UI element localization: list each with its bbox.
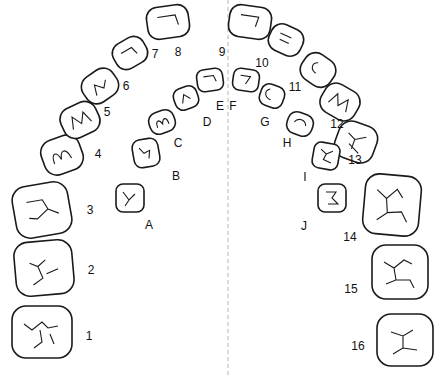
tooth-outline xyxy=(12,306,72,358)
tooth-number: 1 xyxy=(86,329,93,343)
fissure xyxy=(51,149,71,164)
fissure xyxy=(264,88,274,100)
tooth-number: 8 xyxy=(175,45,182,59)
fissure xyxy=(157,15,178,28)
canine xyxy=(77,63,124,108)
fissure xyxy=(310,61,321,73)
tooth-outline xyxy=(284,109,316,139)
primary-tooth xyxy=(131,137,161,169)
tooth-outline xyxy=(108,32,151,73)
fissure xyxy=(139,146,151,160)
incisor xyxy=(227,3,273,41)
tooth-number: A xyxy=(145,218,153,232)
fissure xyxy=(294,118,307,126)
molar xyxy=(377,314,433,366)
tooth-number: 14 xyxy=(343,230,356,244)
molar xyxy=(12,306,72,358)
tooth-number: 12 xyxy=(330,117,343,131)
midline xyxy=(228,0,229,377)
tooth-number: 16 xyxy=(351,339,364,353)
tooth-outline xyxy=(13,239,75,298)
tooth-number: 15 xyxy=(344,282,357,296)
tooth-number: 5 xyxy=(104,105,111,119)
tooth-number: C xyxy=(174,136,183,150)
molar xyxy=(372,245,428,299)
molar xyxy=(13,239,75,298)
tooth-number: D xyxy=(203,115,212,129)
tooth-number: 10 xyxy=(255,56,268,70)
tooth-number: 6 xyxy=(123,79,130,93)
primary-tooth xyxy=(171,84,201,113)
tooth-outline xyxy=(116,184,144,212)
tooth-outline xyxy=(77,63,124,108)
fissure xyxy=(123,192,135,206)
tooth-number: I xyxy=(303,170,306,184)
fissure xyxy=(328,92,351,112)
fissure xyxy=(391,330,417,354)
tooth-number: 3 xyxy=(87,203,94,217)
fissure xyxy=(29,259,59,285)
tooth-outline xyxy=(171,84,201,113)
primary-tooth xyxy=(284,109,316,139)
incisor xyxy=(145,3,191,41)
fissure xyxy=(91,78,110,95)
fissure xyxy=(326,192,338,204)
fissure xyxy=(375,188,410,223)
tooth-outline xyxy=(10,180,74,241)
tooth-number: 2 xyxy=(88,263,95,277)
fissure xyxy=(278,33,291,44)
tooth-outline xyxy=(311,141,341,171)
primary-tooth xyxy=(146,107,178,137)
fissure xyxy=(24,322,58,348)
tooth-number: 7 xyxy=(152,47,159,61)
molar xyxy=(10,180,74,241)
tooth-outline xyxy=(227,3,273,41)
tooth-outline xyxy=(361,173,422,238)
tooth-number: G xyxy=(260,115,269,129)
tooth-outline xyxy=(257,82,287,111)
fissure xyxy=(240,75,251,84)
primary-tooth xyxy=(311,141,341,171)
tooth-outline xyxy=(196,67,225,92)
tooth-number: 13 xyxy=(348,153,361,167)
tooth-outline xyxy=(232,67,261,92)
molar xyxy=(361,173,422,238)
tooth-number: 9 xyxy=(219,45,226,59)
primary-tooth xyxy=(232,67,261,92)
tooth-outline xyxy=(318,184,346,212)
tooth-number: 11 xyxy=(289,80,301,94)
fissure xyxy=(68,110,91,129)
tooth-number: J xyxy=(301,219,307,233)
fissure xyxy=(121,47,137,61)
incisor xyxy=(108,32,151,73)
fissure xyxy=(319,149,333,163)
tooth-outline xyxy=(131,137,161,169)
fissure xyxy=(343,131,366,154)
fissure xyxy=(180,93,191,104)
primary-tooth xyxy=(116,184,144,212)
tooth-number: 4 xyxy=(95,147,102,161)
tooth-number: F xyxy=(229,99,236,113)
primary-tooth xyxy=(318,184,346,212)
incisor xyxy=(265,20,308,60)
primary-tooth xyxy=(196,67,225,92)
tooth-number: B xyxy=(172,169,180,183)
fissure xyxy=(240,15,259,27)
tooth-outline xyxy=(145,3,191,41)
fissure xyxy=(384,260,414,288)
tooth-outline xyxy=(372,245,428,299)
tooth-number: H xyxy=(283,136,292,150)
fissure xyxy=(26,197,59,220)
tooth-number: E xyxy=(216,99,224,113)
tooth-outline xyxy=(377,314,433,366)
primary-tooth xyxy=(257,82,287,111)
fissure xyxy=(156,118,169,128)
tooth-outline xyxy=(146,107,178,137)
fissure xyxy=(204,75,217,83)
tooth-outline xyxy=(265,20,308,60)
